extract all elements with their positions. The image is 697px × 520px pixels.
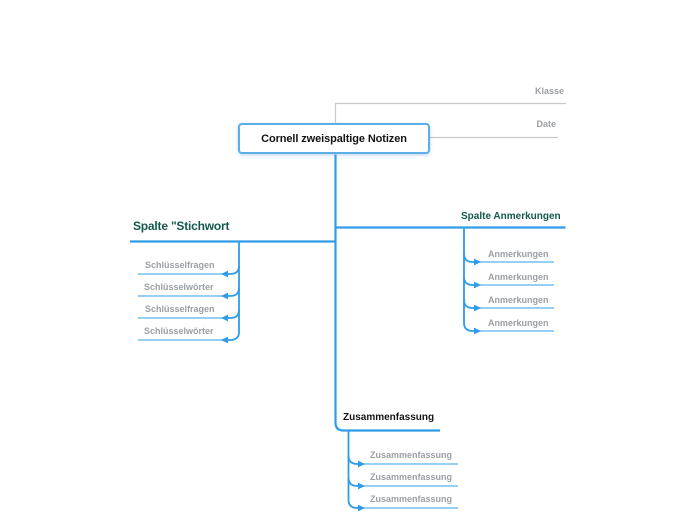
topic-schluesselwoerter-1[interactable]: Schlüsselwörter	[144, 282, 214, 292]
topic-anmerkungen-4[interactable]: Anmerkungen	[488, 318, 549, 328]
bottom-child-connector	[347, 477, 359, 487]
klasse-connector-line	[334, 102, 566, 124]
topic-zusammenfassung-2[interactable]: Zusammenfassung	[370, 472, 453, 482]
bottom-child-connector	[347, 455, 359, 465]
topic-anmerkungen-1[interactable]: Anmerkungen	[488, 249, 549, 259]
branch-label-stichwort[interactable]: Spalte "Stichwort	[133, 219, 230, 233]
root-node[interactable]: Cornell zweispaltige Notizen	[238, 123, 430, 154]
topic-zusammenfassung-1[interactable]: Zusammenfassung	[370, 450, 453, 460]
arrowhead-right-icon	[474, 281, 481, 289]
arrowhead-left-icon	[221, 292, 228, 300]
right-child-connector	[463, 322, 475, 332]
branch-label-anmerkungen[interactable]: Spalte Anmerkungen	[461, 211, 561, 222]
topic-schluesselwoerter-2[interactable]: Schlüsselwörter	[144, 326, 214, 336]
right-child-connector	[463, 276, 475, 286]
arrowhead-right-icon	[358, 504, 365, 512]
arrowhead-left-icon	[221, 314, 228, 322]
trunk-and-bottom-branch-line	[334, 154, 440, 432]
topic-anmerkungen-3[interactable]: Anmerkungen	[488, 295, 549, 305]
branch-label-zusammenfassung[interactable]: Zusammenfassung	[343, 412, 435, 423]
right-child-connector	[463, 299, 475, 309]
arrowhead-left-icon	[221, 336, 228, 344]
arrowhead-right-icon	[474, 304, 481, 312]
right-child-connector	[463, 253, 475, 263]
left-child-connector	[228, 265, 240, 275]
bottom-child-connector	[347, 499, 359, 509]
root-node-label: Cornell zweispaltige Notizen	[261, 132, 407, 145]
topic-schluesselfragen-2[interactable]: Schlüsselfragen	[145, 304, 215, 314]
left-child-connector	[228, 287, 240, 297]
arrowhead-right-icon	[474, 327, 481, 335]
left-child-connector	[228, 309, 240, 319]
arrowhead-right-icon	[358, 460, 365, 468]
klasse-field-label[interactable]: Klasse	[534, 86, 564, 96]
left-child-connector	[228, 331, 240, 341]
arrowhead-right-icon	[474, 258, 481, 266]
topic-zusammenfassung-3[interactable]: Zusammenfassung	[370, 494, 453, 504]
date-field-label[interactable]: Date	[536, 119, 556, 129]
topic-schluesselfragen-1[interactable]: Schlüsselfragen	[145, 260, 215, 270]
topic-anmerkungen-2[interactable]: Anmerkungen	[488, 272, 549, 282]
arrowhead-right-icon	[358, 482, 365, 490]
arrowhead-left-icon	[221, 270, 228, 278]
